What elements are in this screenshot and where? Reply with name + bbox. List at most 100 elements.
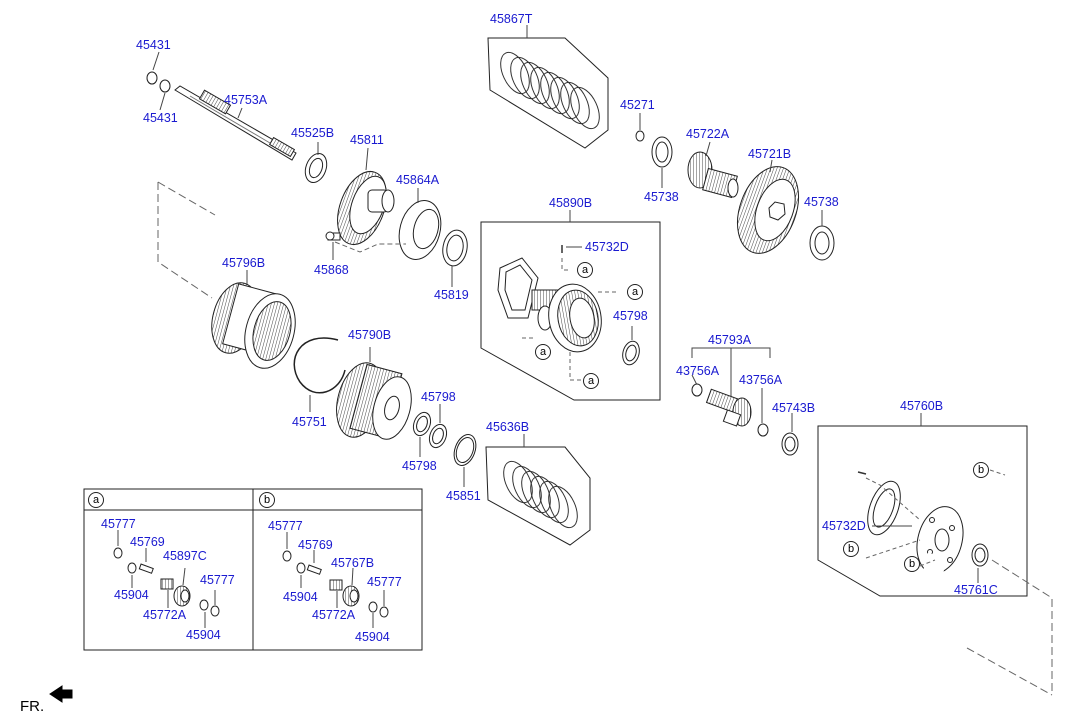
- part-label-45753A[interactable]: 45753A: [224, 93, 268, 107]
- kit-b-washer-45904-left[interactable]: [296, 562, 306, 574]
- kit-b-label-45777-bottom[interactable]: 45777: [367, 575, 402, 589]
- kit-a-label-45769[interactable]: 45769: [130, 535, 165, 549]
- kit-a-washer-45904-right[interactable]: [199, 599, 209, 611]
- cover-plate-45760B[interactable]: [861, 477, 906, 539]
- kit-b-label-45904-right[interactable]: 45904: [355, 630, 390, 644]
- kit-a-washer-45904-left[interactable]: [127, 562, 137, 574]
- callout-a-2[interactable]: a: [627, 284, 643, 300]
- part-label-45721B[interactable]: 45721B: [748, 147, 792, 161]
- planet-carrier-45790B[interactable]: [329, 358, 418, 444]
- part-label-43756A-left[interactable]: 43756A: [676, 364, 720, 378]
- part-label-45743B[interactable]: 45743B: [772, 401, 816, 415]
- kit-a-washer-45777-bottom[interactable]: [210, 605, 220, 617]
- part-label-45890B[interactable]: 45890B: [549, 196, 593, 210]
- part-label-45431-top[interactable]: 45431: [136, 38, 171, 52]
- plug-45271[interactable]: [635, 130, 645, 142]
- thrust-washer-45525B[interactable]: [301, 150, 330, 185]
- kit-b-washer-45777-bottom[interactable]: [379, 606, 389, 618]
- part-label-43756A-right[interactable]: 43756A: [739, 373, 783, 387]
- part-label-45525B[interactable]: 45525B: [291, 126, 335, 140]
- bearing-45819[interactable]: [440, 228, 470, 268]
- kit-a-bearing-45772A[interactable]: [160, 578, 174, 590]
- bearing-45738-left[interactable]: [651, 136, 673, 168]
- part-label-45738-left[interactable]: 45738: [644, 190, 679, 204]
- kit-a-label-45777-top[interactable]: 45777: [101, 517, 136, 531]
- transfer-driven-gear-45722A[interactable]: [687, 151, 739, 199]
- snap-ring-45851[interactable]: [450, 432, 480, 469]
- part-label-45798-right[interactable]: 45798: [613, 309, 648, 323]
- drive-gear-45811[interactable]: [328, 165, 395, 251]
- kit-b-label-45769[interactable]: 45769: [298, 538, 333, 552]
- part-label-45761C[interactable]: 45761C: [954, 583, 998, 597]
- part-label-45811[interactable]: 45811: [350, 133, 384, 147]
- kit-a-label-45897C[interactable]: 45897C: [163, 549, 207, 563]
- part-label-45851[interactable]: 45851: [446, 489, 481, 503]
- snap-ring-45751[interactable]: [293, 337, 346, 394]
- kit-b-pin-45769[interactable]: [306, 564, 322, 575]
- part-label-45431-bottom[interactable]: 45431: [143, 111, 178, 125]
- part-label-45738-right[interactable]: 45738: [804, 195, 839, 209]
- part-label-45796B[interactable]: 45796B: [222, 256, 266, 270]
- part-label-45793A[interactable]: 45793A: [708, 333, 752, 347]
- pinion-cover-plate[interactable]: [497, 257, 539, 319]
- thrust-washer-45798-a[interactable]: [410, 410, 433, 438]
- ring-gear-45796B[interactable]: [204, 278, 303, 374]
- kit-b-washer-45904-right[interactable]: [368, 601, 378, 613]
- part-label-45271[interactable]: 45271: [620, 98, 655, 112]
- bearing-retainer-45864A[interactable]: [393, 196, 447, 264]
- part-label-45732D-top[interactable]: 45732D: [585, 240, 629, 254]
- callout-a-1[interactable]: a: [577, 262, 593, 278]
- thrust-washer-45743B[interactable]: [781, 432, 799, 456]
- kit-b-label-45767B[interactable]: 45767B: [331, 556, 375, 570]
- callout-a-4[interactable]: a: [583, 373, 599, 389]
- part-label-45798-a[interactable]: 45798: [421, 390, 456, 404]
- kit-a-gear-45897C[interactable]: [173, 585, 191, 607]
- callout-a-3[interactable]: a: [535, 344, 551, 360]
- part-label-45636B[interactable]: 45636B: [486, 420, 530, 434]
- callout-b-1[interactable]: b: [973, 462, 989, 478]
- part-label-45790B[interactable]: 45790B: [348, 328, 392, 342]
- part-label-45867T[interactable]: 45867T: [490, 12, 533, 26]
- kit-a-washer-45777-top[interactable]: [113, 547, 123, 559]
- bearing-45738-right[interactable]: [809, 225, 835, 261]
- bolt-45868[interactable]: [325, 231, 341, 241]
- differential-gear-45721B[interactable]: [726, 158, 809, 262]
- kit-a-label-45777-bottom[interactable]: 45777: [200, 573, 235, 587]
- part-label-45798-b[interactable]: 45798: [402, 459, 437, 473]
- pin-45732D-bottom[interactable]: [857, 471, 867, 475]
- washer-43756A-right[interactable]: [757, 423, 769, 437]
- clutch-pack-45867T[interactable]: [487, 37, 609, 149]
- pinion-shaft-45793A[interactable]: [705, 388, 752, 427]
- part-label-45732D-bottom[interactable]: 45732D: [822, 519, 866, 533]
- kit-a-label-45904-left[interactable]: 45904: [114, 588, 149, 602]
- part-label-45751[interactable]: 45751: [292, 415, 327, 429]
- kit-b-washer-45777-top[interactable]: [282, 550, 292, 562]
- clutch-pack-45636B[interactable]: [485, 446, 591, 546]
- housing-box-45760B[interactable]: [817, 425, 1028, 597]
- kit-b-label-45904-left[interactable]: 45904: [283, 590, 318, 604]
- output-shaft-45753A[interactable]: [174, 85, 297, 161]
- part-label-45722A[interactable]: 45722A: [686, 127, 730, 141]
- part-label-45760B[interactable]: 45760B: [900, 399, 944, 413]
- differential-assembly-box-45890B[interactable]: [480, 221, 661, 401]
- kit-b-label-45772A[interactable]: 45772A: [312, 608, 356, 622]
- kit-a-label-45904-right[interactable]: 45904: [186, 628, 221, 642]
- callout-b-2[interactable]: b: [843, 541, 859, 557]
- part-label-45868[interactable]: 45868: [314, 263, 349, 277]
- snap-ring-45431-bottom[interactable]: [159, 79, 171, 93]
- part-label-45864A[interactable]: 45864A: [396, 173, 440, 187]
- differential-case[interactable]: [531, 280, 607, 356]
- part-label-45819[interactable]: 45819: [434, 288, 469, 302]
- washer-43756A-left[interactable]: [691, 383, 703, 397]
- callout-b-3[interactable]: b: [904, 556, 920, 572]
- kit-b-label-45777-top[interactable]: 45777: [268, 519, 303, 533]
- kit-a-label-45772A[interactable]: 45772A: [143, 608, 187, 622]
- thrust-washer-45798-b[interactable]: [426, 422, 449, 450]
- snap-ring-45431-top[interactable]: [146, 71, 158, 85]
- seal-45761C[interactable]: [971, 543, 989, 567]
- thrust-washer-45798-right[interactable]: [620, 339, 642, 366]
- kit-a-pin-45769[interactable]: [138, 563, 154, 574]
- kit-b-gear-45767B[interactable]: [342, 585, 360, 607]
- kit-b-bearing-45772A[interactable]: [329, 579, 343, 591]
- carrier-hub-45760B[interactable]: [910, 501, 970, 578]
